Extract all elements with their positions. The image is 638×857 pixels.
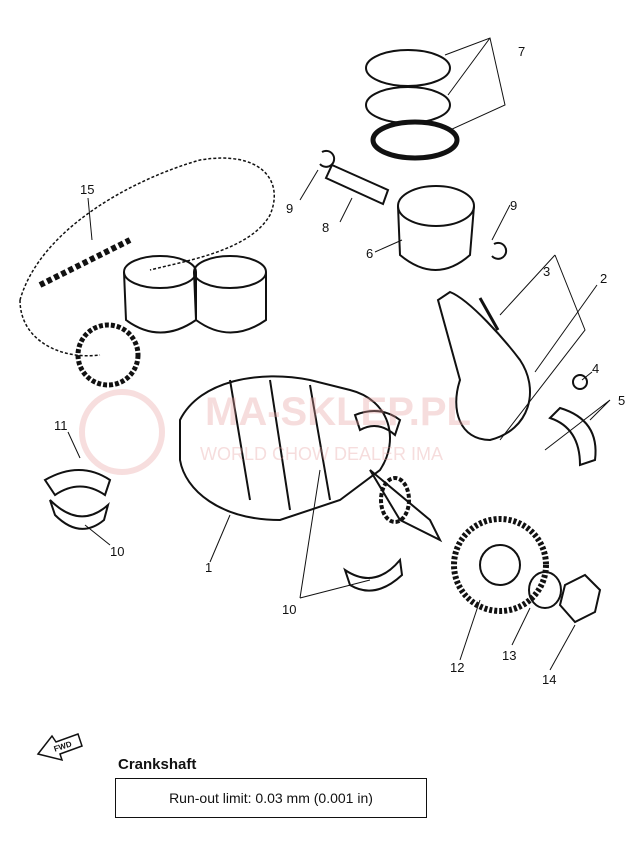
callout-label: 9 — [286, 201, 293, 216]
primary-drive-gear — [451, 516, 549, 614]
connecting-rod — [436, 290, 531, 442]
spec-title: Crankshaft — [118, 756, 197, 773]
callout-label: 14 — [542, 672, 556, 687]
rod-bolt — [478, 297, 500, 331]
callout-label: 15 — [80, 182, 94, 197]
callout-label: 9 — [510, 198, 517, 213]
runout-limit-text: Run-out limit: 0.03 mm (0.001 in) — [169, 790, 373, 806]
callout-label: 5 — [618, 393, 625, 408]
callout-label: 4 — [592, 361, 599, 376]
watermark-sub: WORLD CHOW DEALER IMA — [200, 444, 443, 464]
assembled-piston-left — [123, 255, 197, 289]
piston-pin — [324, 163, 390, 206]
crankshaft-exploded-diagram: MA-SKLEP.PL WORLD CHOW DEALER IMA 1 2 3 … — [19, 37, 625, 687]
circlip-left — [319, 149, 336, 168]
cam-chain — [19, 157, 275, 357]
forward-arrow-icon: FWD — [36, 733, 83, 762]
watermark-main: MA-SKLEP.PL — [205, 390, 471, 434]
callout-label: 1 — [205, 560, 212, 575]
callout-label: 8 — [322, 220, 329, 235]
callout-label: 12 — [450, 660, 464, 675]
callout-label: 2 — [600, 271, 607, 286]
callout-labels: 1 2 3 4 5 6 7 8 9 9 10 10 11 10 12 13 14… — [54, 44, 625, 687]
piston-ring-top — [365, 49, 451, 87]
callout-label: 3 — [543, 264, 550, 279]
watermark-logo — [79, 389, 165, 475]
piston-skirt — [397, 205, 475, 271]
callout-label: 7 — [518, 44, 525, 59]
cam-sprocket — [75, 322, 141, 388]
callout-label: 10 — [110, 544, 124, 559]
lock-washer — [528, 571, 562, 609]
crankshaft — [179, 375, 391, 522]
callout-label: 11 — [54, 418, 68, 433]
runout-spec-box: Run-out limit: 0.03 mm (0.001 in) — [115, 778, 427, 818]
chain-guide — [38, 237, 132, 288]
main-bearing-upper — [43, 469, 112, 497]
rod-nut — [572, 374, 588, 390]
piston-ring-second — [365, 86, 451, 124]
main-bearing-lower — [49, 499, 110, 530]
crank-nut — [558, 573, 602, 624]
callout-label: 13 — [502, 648, 516, 663]
callout-label: 6 — [366, 246, 373, 261]
circlip-right — [491, 241, 508, 260]
callout-label: 10 — [282, 602, 296, 617]
big-end-bearing — [548, 406, 597, 467]
assembled-piston-right — [193, 255, 267, 289]
piston-crown — [397, 185, 475, 227]
piston-ring-oil — [370, 119, 460, 161]
